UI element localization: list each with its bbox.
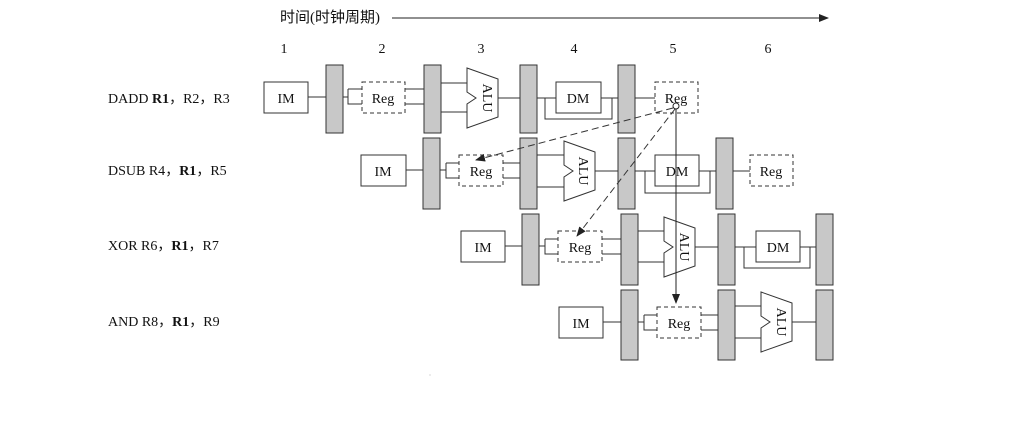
pipeline-register bbox=[423, 64, 442, 134]
pipeline-register bbox=[521, 213, 540, 286]
alu-unit bbox=[466, 67, 499, 129]
pipeline-register bbox=[620, 213, 639, 286]
alu-label: ALU bbox=[773, 308, 788, 337]
dm-stage-label: DM bbox=[666, 165, 689, 180]
dm-stage-box bbox=[555, 81, 602, 114]
alu-label: ALU bbox=[575, 157, 590, 186]
forward-arrow-to-dsub-reg bbox=[475, 107, 674, 162]
alu-unit bbox=[663, 216, 696, 278]
alu-unit bbox=[563, 140, 596, 202]
alu-label: ALU bbox=[479, 84, 494, 113]
pipeline-register bbox=[815, 213, 834, 286]
cycle-numbers: 1 2 3 4 5 6 bbox=[281, 42, 772, 57]
forwarding-source-dot bbox=[672, 102, 680, 110]
pipeline-register bbox=[519, 137, 538, 210]
pipeline-row-dsub: IM Reg ALU DM Reg bbox=[360, 137, 794, 210]
alu-label: ALU bbox=[676, 233, 691, 262]
reg-writeback-label: Reg bbox=[665, 92, 688, 107]
cycle-number-4: 4 bbox=[571, 42, 578, 57]
cycle-number-3: 3 bbox=[478, 42, 485, 57]
cycle-number-1: 1 bbox=[281, 42, 288, 57]
alu-unit bbox=[760, 291, 793, 353]
pipeline-register bbox=[715, 137, 734, 210]
im-stage-box bbox=[558, 306, 604, 339]
im-stage-box bbox=[360, 154, 407, 187]
pipeline-row-xor: IM Reg ALU DM bbox=[460, 213, 834, 286]
time-axis-label: 时间(时钟周期) bbox=[280, 9, 380, 26]
im-stage-box bbox=[460, 230, 506, 263]
im-stage-label: IM bbox=[572, 317, 590, 332]
reg-stage-label: Reg bbox=[372, 92, 395, 107]
pipeline-register bbox=[620, 289, 639, 361]
instruction-label-xor: XOR R6，R1，R7 bbox=[108, 239, 219, 254]
pipeline-register bbox=[325, 64, 344, 134]
im-stage-label: IM bbox=[474, 241, 492, 256]
dm-stage-box bbox=[654, 154, 700, 187]
pipeline-register bbox=[422, 137, 441, 210]
reg-writeback-box bbox=[749, 154, 794, 187]
im-stage-label: IM bbox=[374, 165, 392, 180]
reg-stage-label: Reg bbox=[668, 317, 691, 332]
pipeline-register bbox=[717, 213, 736, 286]
pipeline-register bbox=[617, 137, 636, 210]
im-stage-label: IM bbox=[277, 92, 295, 107]
forwarding-paths bbox=[475, 102, 680, 304]
pipeline-register bbox=[617, 64, 636, 134]
reg-stage-box bbox=[361, 81, 406, 114]
instruction-label-dadd: DADD R1，R2，R3 bbox=[108, 92, 230, 107]
reg-stage-label: Reg bbox=[569, 241, 592, 256]
forward-arrow-to-xor-reg bbox=[576, 108, 676, 237]
dm-stage-label: DM bbox=[767, 241, 790, 256]
reg-stage-label: Reg bbox=[470, 165, 493, 180]
pipeline-register bbox=[815, 289, 834, 361]
reg-stage-box bbox=[656, 306, 702, 339]
pipeline-register bbox=[717, 289, 736, 361]
pipeline-row-dadd: IM Reg ALU DM Reg bbox=[263, 64, 699, 134]
cycle-number-6: 6 bbox=[765, 42, 772, 57]
stray-dot bbox=[429, 374, 431, 376]
cycle-number-2: 2 bbox=[379, 42, 386, 57]
instruction-label-dsub: DSUB R4，R1，R5 bbox=[108, 164, 227, 179]
instruction-label-and: AND R8，R1，R9 bbox=[108, 315, 220, 330]
pipeline-register bbox=[519, 64, 538, 134]
dm-stage-label: DM bbox=[567, 92, 590, 107]
cycle-number-5: 5 bbox=[670, 42, 677, 57]
pipeline-row-and: IM Reg ALU bbox=[558, 289, 834, 361]
reg-writeback-label: Reg bbox=[760, 165, 783, 180]
dm-stage-box bbox=[755, 230, 801, 263]
